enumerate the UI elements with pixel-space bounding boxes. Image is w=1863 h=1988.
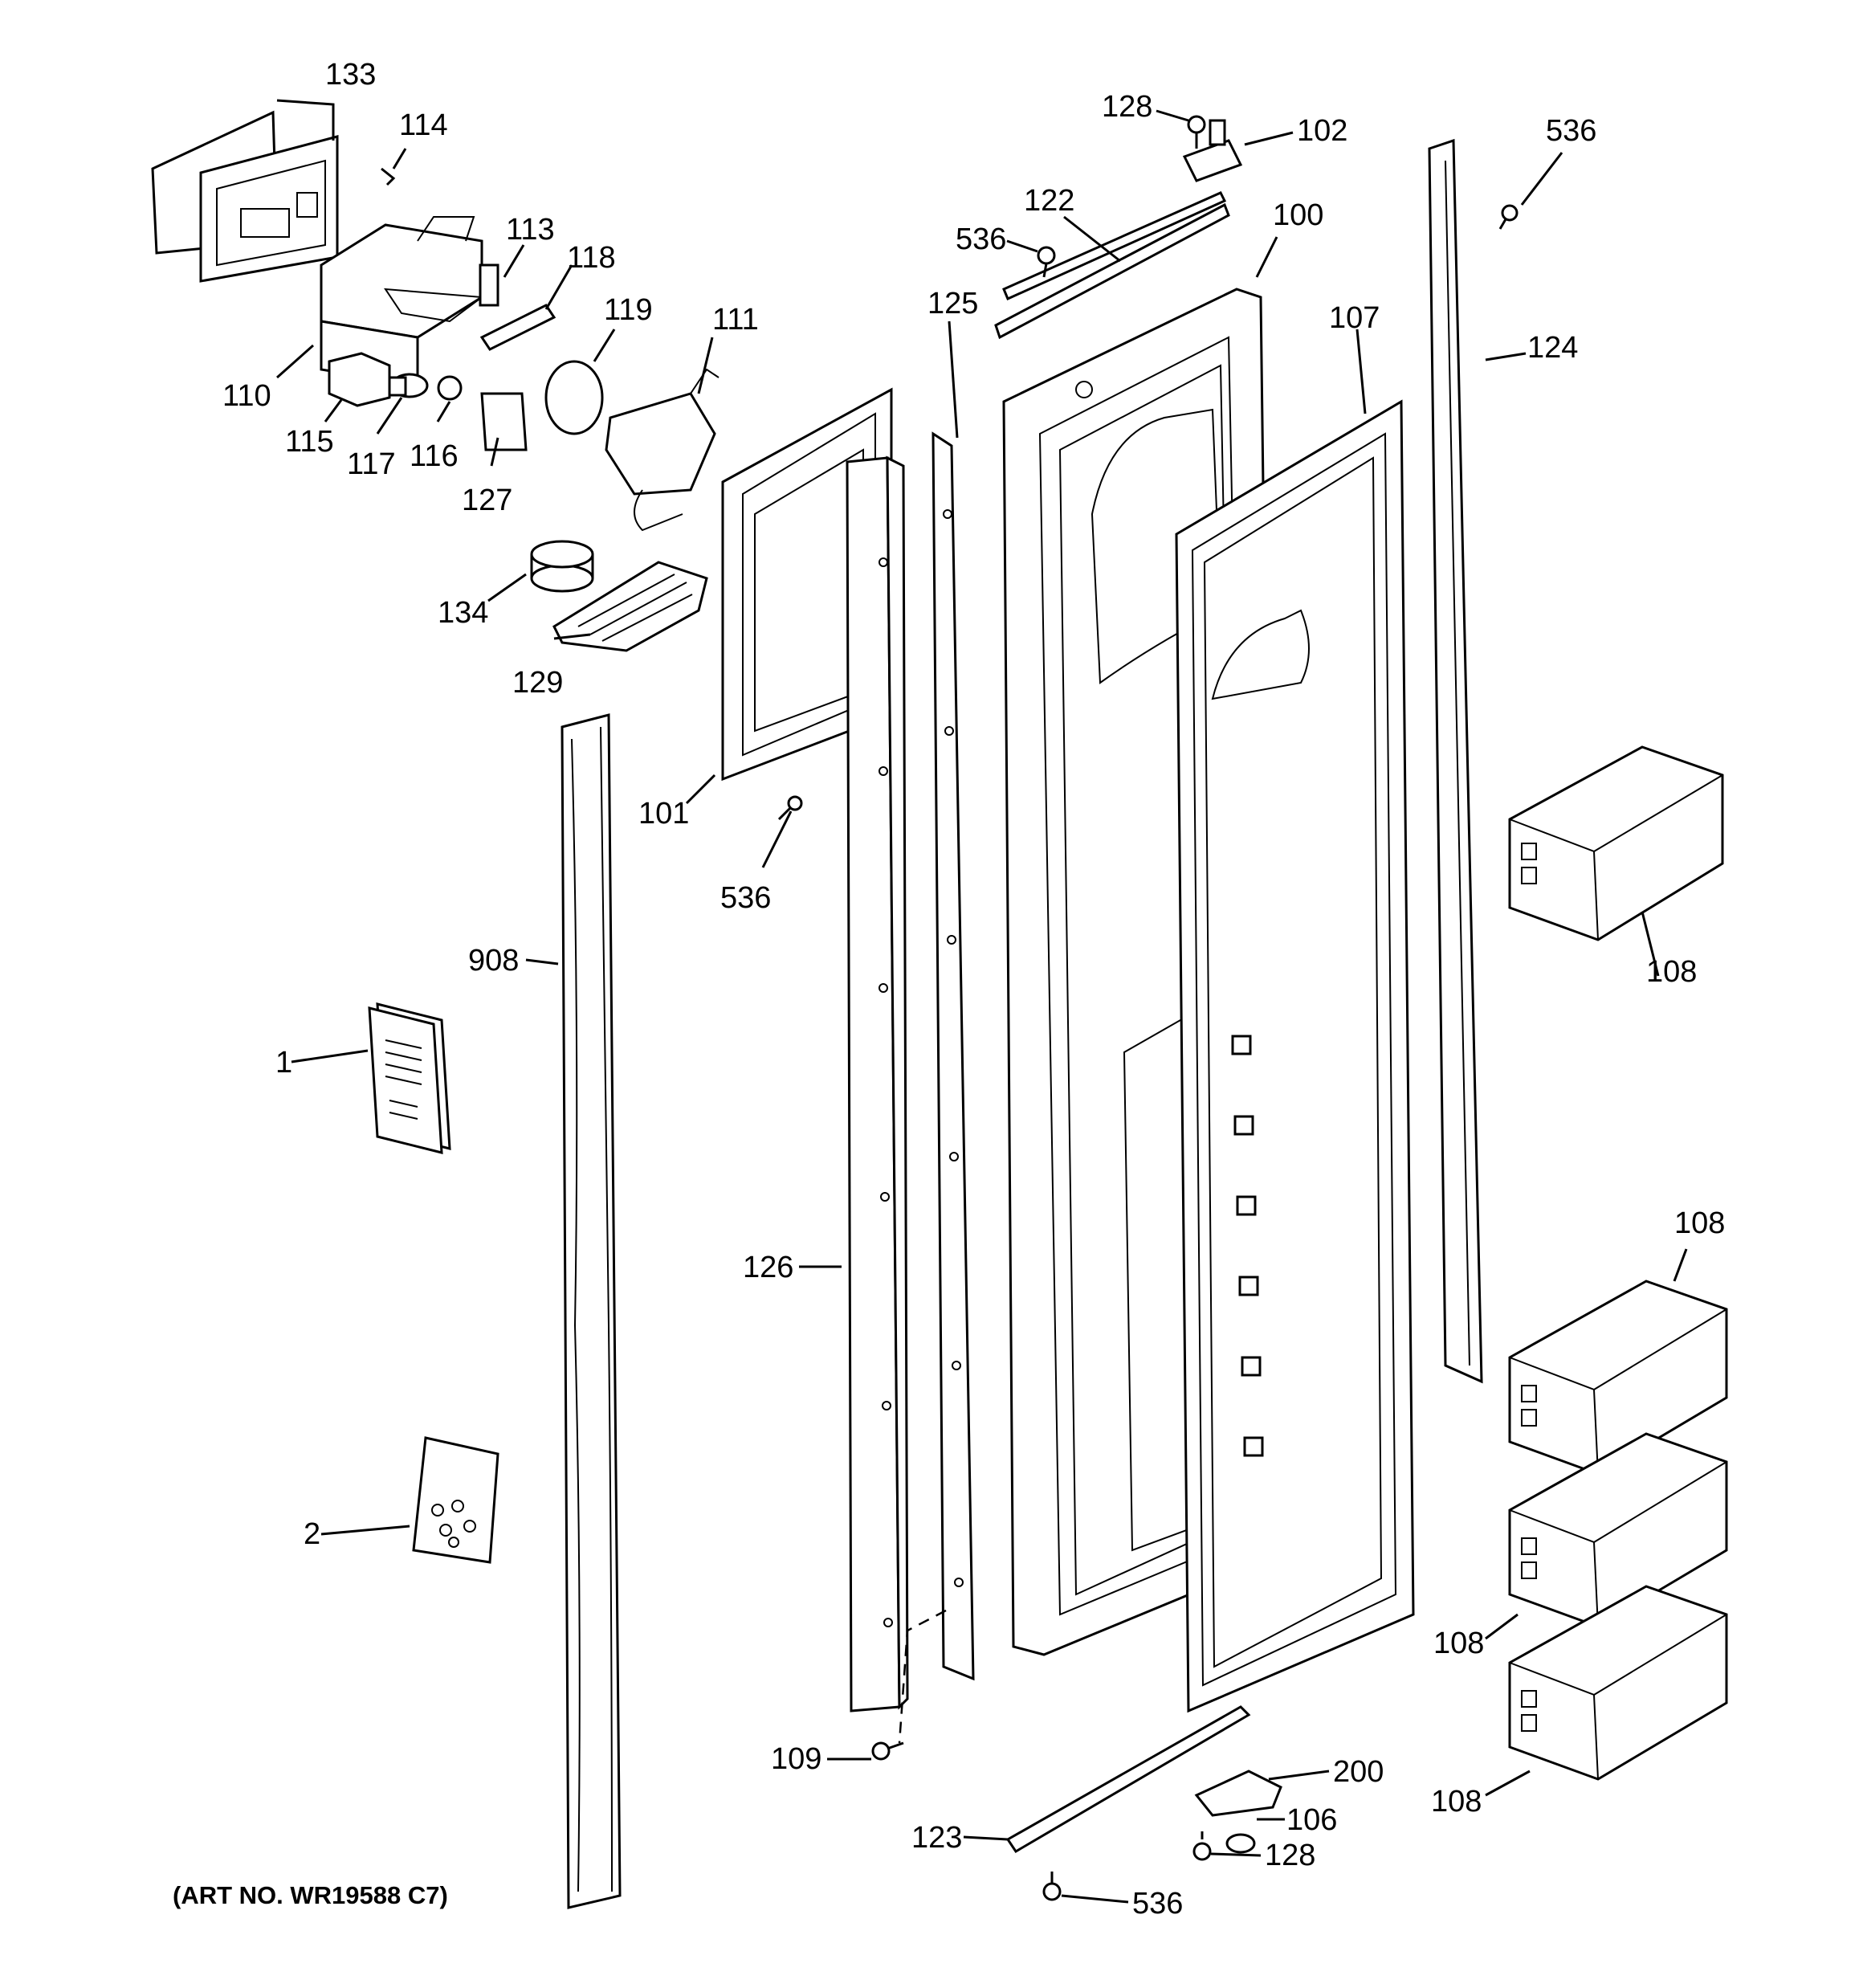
callout-119: 119 <box>604 293 653 327</box>
callout-536-middle: 536 <box>720 881 771 915</box>
callout-101: 101 <box>638 797 689 831</box>
callout-117: 117 <box>347 447 396 481</box>
callout-1: 1 <box>275 1046 292 1080</box>
art-number: (ART NO. WR19588 C7) <box>173 1881 448 1909</box>
dispenser-assembly-drawing <box>151 110 720 652</box>
callout-133: 133 <box>325 58 376 92</box>
callout-2: 2 <box>304 1517 320 1551</box>
screw-536-middle <box>777 795 803 821</box>
callout-108-third: 108 <box>1433 1627 1484 1660</box>
callout-536-right: 536 <box>1546 114 1596 148</box>
callout-126: 126 <box>743 1251 793 1284</box>
callout-109: 109 <box>771 1742 821 1776</box>
door-liner-107 <box>1175 399 1415 1713</box>
callout-110: 110 <box>222 379 271 413</box>
callout-108-second: 108 <box>1674 1206 1725 1240</box>
panel-126 <box>846 455 909 1712</box>
callout-536-bottom: 536 <box>1132 1887 1183 1921</box>
callout-122: 122 <box>1024 184 1074 218</box>
handle-trim-124 <box>1428 138 1519 1384</box>
callout-111: 111 <box>712 303 759 337</box>
manual-booklet-1 <box>368 1002 451 1154</box>
callout-536-top: 536 <box>956 222 1006 256</box>
top-hardware <box>994 115 1243 340</box>
callout-200: 200 <box>1333 1755 1384 1789</box>
callout-118: 118 <box>567 241 616 275</box>
callout-128-top: 128 <box>1102 90 1152 124</box>
callout-113: 113 <box>506 213 555 247</box>
callout-100: 100 <box>1273 198 1323 232</box>
leader-lines <box>276 99 1688 1904</box>
callout-116: 116 <box>410 439 459 473</box>
callout-102: 102 <box>1297 114 1347 148</box>
gasket-908 <box>561 713 622 1909</box>
callout-107: 107 <box>1329 301 1380 335</box>
callout-124: 124 <box>1527 331 1578 365</box>
callout-115: 115 <box>285 425 334 459</box>
callout-134: 134 <box>438 596 488 630</box>
callout-127: 127 <box>462 484 512 517</box>
trim-strip-125 <box>898 431 975 1744</box>
callout-908: 908 <box>468 944 519 978</box>
callout-128-bottom: 128 <box>1265 1839 1315 1872</box>
door-bins-108 <box>1508 745 1728 1781</box>
callout-123: 123 <box>911 1821 962 1855</box>
callout-125: 125 <box>927 287 978 320</box>
bottom-hardware <box>871 1705 1282 1901</box>
callout-129: 129 <box>512 666 563 700</box>
callout-114: 114 <box>399 108 448 142</box>
callout-108-top: 108 <box>1646 955 1697 989</box>
callout-106: 106 <box>1286 1803 1337 1837</box>
callout-108-bottom: 108 <box>1431 1785 1482 1819</box>
hardware-bag-2 <box>412 1436 499 1564</box>
